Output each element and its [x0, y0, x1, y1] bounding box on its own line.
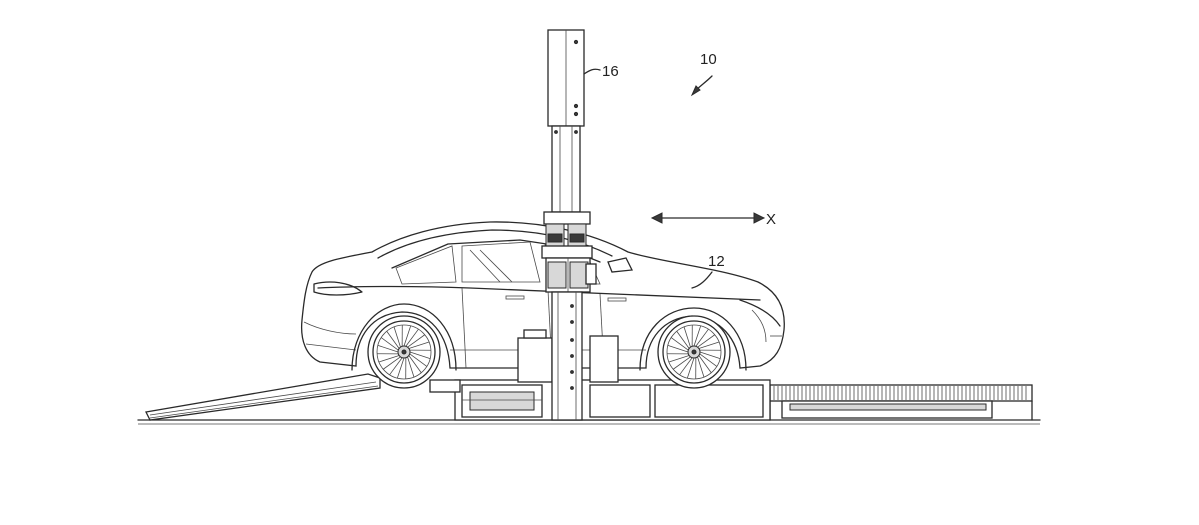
arrowhead-left-icon [652, 213, 662, 223]
label-16: 16 [584, 63, 619, 80]
rear-wheel [368, 316, 440, 388]
arrowhead-right-icon [754, 213, 764, 223]
label-10-text: 10 [700, 51, 717, 68]
exit-platform [770, 385, 1032, 420]
label-16-text: 16 [602, 63, 619, 80]
label-10: 10 [692, 51, 717, 95]
axis-x-indicator: X [652, 211, 776, 228]
axis-x-label: X [766, 211, 776, 228]
front-wheel [658, 316, 730, 388]
station-base [430, 380, 770, 420]
label-12-text: 12 [708, 253, 725, 270]
entry-ramp [146, 374, 380, 420]
